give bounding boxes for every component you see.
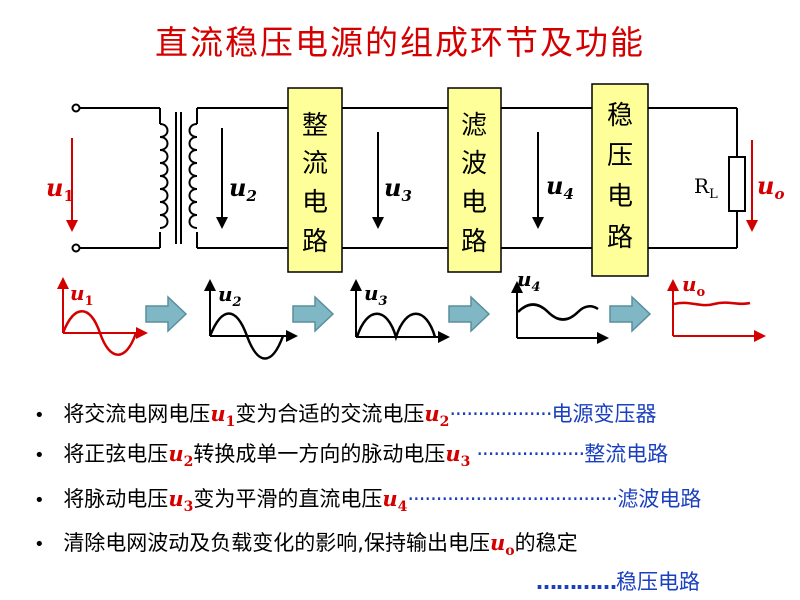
- regulator-char-2: 压: [607, 141, 633, 171]
- waveform-u4: u4: [511, 267, 609, 344]
- load-resistor: [728, 156, 746, 212]
- u3-label: u3: [384, 173, 412, 205]
- flow-arrow-4: [609, 295, 652, 333]
- flow-arrow-2: [292, 295, 335, 333]
- transformer: [159, 108, 198, 248]
- list-item-continuation: …………稳压电路: [536, 570, 700, 594]
- input-section: [71, 103, 161, 253]
- filter-char-2: 波: [461, 149, 487, 179]
- flow-arrow-3: [448, 295, 491, 333]
- filter-char-4: 路: [461, 227, 487, 257]
- load-resistor-label: RL: [694, 174, 718, 202]
- input-terminal-top: [71, 103, 81, 113]
- rectifier-block: [287, 87, 343, 273]
- rectifier-char-2: 流: [302, 149, 328, 179]
- result-filter: 滤波电路: [617, 487, 702, 511]
- uo-label: uo: [757, 171, 784, 203]
- u4-label: u4: [546, 171, 574, 203]
- list-item: • 清除电网波动及负载变化的影响,保持输出电压uo的稳定: [34, 530, 578, 560]
- filter-block: [447, 87, 502, 273]
- waveform-uo: uo: [667, 272, 766, 342]
- page-title: 直流稳压电源的组成环节及功能: [155, 23, 645, 62]
- u2-label: u2: [229, 173, 257, 205]
- result-regulator: 稳压电路: [616, 570, 700, 594]
- result-rectifier: 整流电路: [584, 442, 669, 466]
- waveform-u2-label: u2: [218, 282, 242, 310]
- waveform-uo-label: uo: [682, 272, 706, 300]
- transformer-secondary-coil: [188, 123, 198, 229]
- waveform-u3-label: u3: [364, 281, 388, 309]
- rectifier-char-1: 整: [302, 111, 328, 141]
- list-item: • 将正弦电压u2转换成单一方向的脉动电压u3·················…: [34, 441, 669, 471]
- regulator-char-1: 稳: [607, 101, 633, 131]
- u1-label: u1: [46, 173, 74, 205]
- filter-char-1: 滤: [461, 111, 487, 141]
- waveform-u1: u1: [57, 277, 148, 356]
- bullet-marker: •: [34, 490, 45, 511]
- transformer-primary-coil: [159, 123, 169, 229]
- list-item: • 将交流电网电压u1变为合适的交流电压u2··················…: [34, 401, 657, 431]
- regulator-char-3: 电: [607, 182, 633, 212]
- filter-char-3: 电: [461, 188, 487, 218]
- rectifier-char-4: 路: [302, 227, 328, 257]
- bullet-marker: •: [34, 445, 45, 466]
- bullet-marker: •: [34, 405, 45, 426]
- waveform-u4-label: u4: [517, 267, 541, 295]
- rectifier-char-3: 电: [302, 188, 328, 218]
- waveform-u3: u3: [350, 279, 450, 343]
- result-transformer: 电源变压器: [551, 402, 657, 426]
- circuit-wires: [197, 107, 738, 249]
- flow-arrow-1: [145, 295, 188, 333]
- input-terminal-bottom: [71, 243, 81, 253]
- waveform-u2: u2: [204, 279, 298, 360]
- bullet-marker: •: [34, 534, 45, 555]
- regulator-block: [591, 83, 649, 277]
- list-item: • 将脉动电压u3变为平滑的直流电压u4····················…: [34, 486, 702, 516]
- waveform-u1-label: u1: [70, 281, 94, 309]
- regulator-char-4: 路: [607, 223, 633, 253]
